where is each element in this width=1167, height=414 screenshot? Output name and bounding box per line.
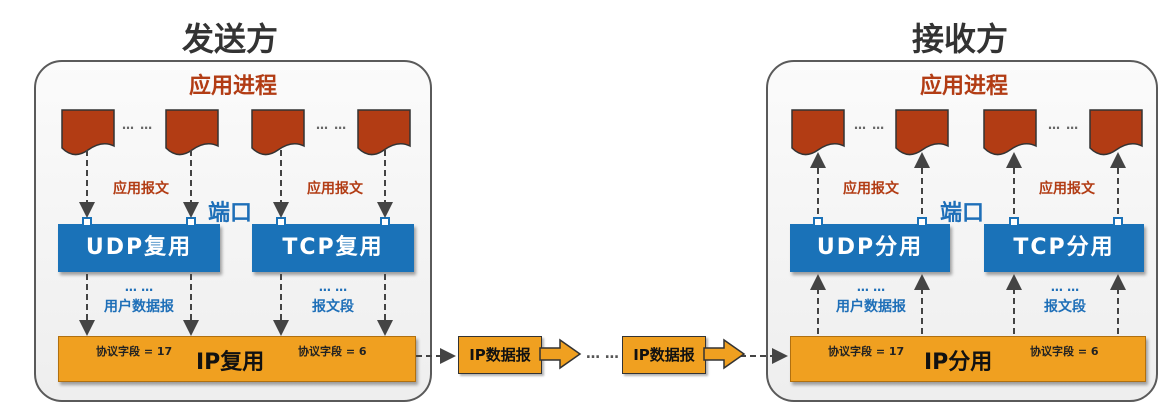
transit-block-arrow-2 xyxy=(703,338,746,370)
receiver-udp-app-msg: 应用报文 xyxy=(843,181,899,197)
receiver-proto-tcp: 协议字段 = 6 xyxy=(1030,345,1099,358)
sender-tcp-mux-box: TCP复用 xyxy=(252,224,414,272)
sender-doc-icon-3 xyxy=(251,109,305,158)
transit-block-arrow-1 xyxy=(539,338,582,370)
sender-port-udp-1 xyxy=(82,217,92,227)
transit-dots: … … xyxy=(586,346,619,362)
sender-doc-dots-left: … … xyxy=(122,118,154,132)
receiver-doc-dots-left: … … xyxy=(854,118,886,132)
receiver-doc-icon-3 xyxy=(983,109,1037,158)
receiver-port-label: 端口 xyxy=(940,201,985,226)
transit-datagram-2: IP数据报 xyxy=(622,336,706,374)
receiver-doc-icon-2 xyxy=(895,109,949,158)
receiver-tcp-unit: 报文段 xyxy=(1044,299,1086,315)
receiver-port-tcp-2 xyxy=(1113,217,1123,227)
receiver-ip-demux-label: IP分用 xyxy=(924,350,993,375)
sender-ip-mux-label: IP复用 xyxy=(196,350,265,375)
sender-port-label: 端口 xyxy=(208,201,253,226)
receiver-ip-demux-bar xyxy=(790,336,1146,382)
sender-udp-unit: 用户数据报 xyxy=(104,299,174,315)
sender-app-process: 应用进程 xyxy=(188,74,277,99)
sender-udp-app-msg: 应用报文 xyxy=(113,181,169,197)
sender-ip-mux-bar xyxy=(58,336,416,382)
sender-doc-dots-right: … … xyxy=(316,118,348,132)
sender-port-tcp-2 xyxy=(380,217,390,227)
receiver-doc-icon-4 xyxy=(1089,109,1143,158)
sender-port-udp-2 xyxy=(186,217,196,227)
receiver-udp-demux-box: UDP分用 xyxy=(790,224,950,272)
receiver-port-udp-1 xyxy=(813,217,823,227)
receiver-tcp-app-msg: 应用报文 xyxy=(1039,181,1095,197)
sender-udp-dots: … … xyxy=(124,280,154,294)
receiver-doc-icon-1 xyxy=(791,109,845,158)
receiver-doc-dots-right: … … xyxy=(1048,118,1080,132)
sender-udp-mux-box: UDP复用 xyxy=(58,224,220,272)
sender-proto-tcp: 协议字段 = 6 xyxy=(298,345,367,358)
sender-tcp-unit: 报文段 xyxy=(312,299,354,315)
receiver-udp-dots: … … xyxy=(856,280,886,294)
sender-title: 发送方 xyxy=(181,20,278,58)
sender-doc-icon-2 xyxy=(165,109,219,158)
receiver-tcp-dots: … … xyxy=(1050,280,1080,294)
receiver-port-udp-2 xyxy=(917,217,927,227)
receiver-app-process: 应用进程 xyxy=(919,74,1008,99)
receiver-udp-unit: 用户数据报 xyxy=(836,299,906,315)
receiver-proto-udp: 协议字段 = 17 xyxy=(828,345,905,358)
sender-tcp-dots: … … xyxy=(318,280,348,294)
sender-doc-icon-1 xyxy=(61,109,115,158)
sender-doc-icon-4 xyxy=(357,109,411,158)
receiver-port-tcp-1 xyxy=(1009,217,1019,227)
receiver-title: 接收方 xyxy=(911,20,1008,58)
sender-tcp-app-msg: 应用报文 xyxy=(307,181,363,197)
sender-port-tcp-1 xyxy=(276,217,286,227)
sender-proto-udp: 协议字段 = 17 xyxy=(96,345,173,358)
receiver-tcp-demux-box: TCP分用 xyxy=(984,224,1144,272)
